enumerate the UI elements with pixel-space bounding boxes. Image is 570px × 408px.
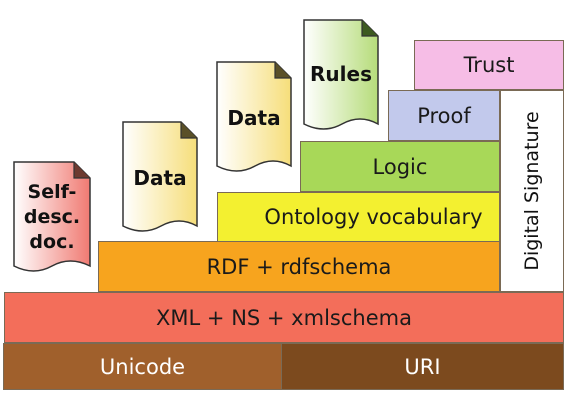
trust-layer: Trust [414,40,564,90]
rdf-label: RDF + rdfschema [206,254,392,279]
unicode-label: Unicode [99,354,186,379]
unicode-layer: Unicode [3,343,282,390]
ontology-label: Ontology vocabulary [264,205,483,229]
ontology-layer: Ontology vocabulary [217,192,500,242]
proof-label: Proof [417,103,471,128]
trust-label: Trust [463,53,515,77]
self-desc-line-1: Self- [27,181,77,203]
proof-layer: Proof [388,90,500,141]
digital-signature-label: Digital Signature [521,111,543,271]
logic-label: Logic [372,154,428,179]
self-desc-line-3: doc. [29,231,75,253]
xml-label: XML + NS + xmlschema [156,305,412,330]
data-doc-icon-2: Data [215,60,293,176]
digital-signature-layer [500,90,564,292]
xml-layer: XML + NS + xmlschema [4,292,564,343]
uri-label: URI [404,354,441,379]
data-label-2: Data [227,106,281,130]
rules-doc-icon: Rules [302,18,380,134]
self-desc-doc-icon: Self- desc. doc. [12,160,92,276]
data-label-1: Data [133,166,187,190]
rules-label: Rules [310,62,372,86]
logic-layer: Logic [300,141,500,192]
data-doc-icon-1: Data [121,120,199,236]
rdf-layer: RDF + rdfschema [98,241,500,292]
uri-layer: URI [281,343,564,390]
self-desc-line-2: desc. [23,206,81,228]
